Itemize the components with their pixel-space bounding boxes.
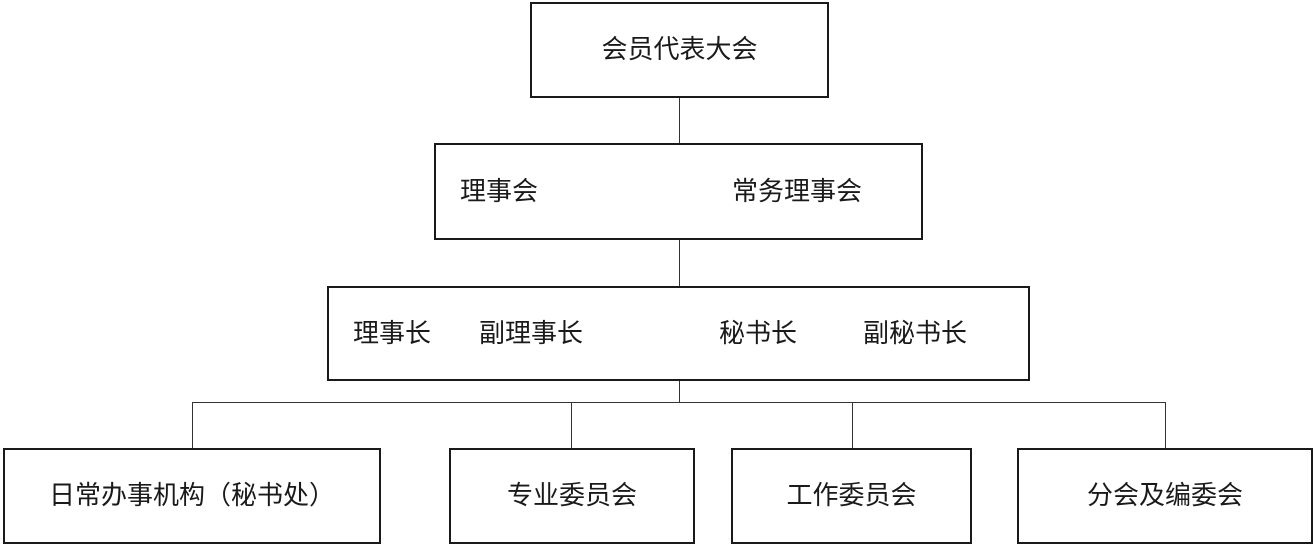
node-label: 会员代表大会 [601,35,758,65]
node-label-standing-council: 常务理事会 [732,177,863,207]
node-label: 日常办事机构（秘书处） [48,481,335,511]
connector-branch-2 [571,402,572,449]
connector-branch-1 [192,402,193,449]
node-leadership: 理事长 副理事长 秘书长 副秘书长 [327,286,1030,381]
node-label-chairman: 理事长 [353,319,432,349]
connector-l1-l2 [679,96,680,144]
node-label-deputy-secretary-general: 副秘书长 [863,319,968,349]
connector-l3-bus [679,379,680,402]
node-working-committee: 工作委员会 [731,448,972,544]
node-member-congress: 会员代表大会 [530,2,829,98]
connector-bus [192,402,1166,403]
node-label: 分会及编委会 [1086,481,1243,511]
node-branches-editorial: 分会及编委会 [1017,448,1313,544]
node-secretariat: 日常办事机构（秘书处） [3,448,381,544]
node-label-council: 理事会 [460,177,539,207]
connector-branch-3 [852,402,853,449]
node-label-secretary-general: 秘书长 [719,319,798,349]
node-label: 工作委员会 [786,481,917,511]
node-professional-committee: 专业委员会 [449,448,695,544]
node-council: 理事会 常务理事会 [434,143,923,240]
connector-l2-l3 [679,238,680,287]
connector-branch-4 [1165,402,1166,449]
node-label: 专业委员会 [506,481,637,511]
node-label-vice-chairman: 副理事长 [479,319,584,349]
